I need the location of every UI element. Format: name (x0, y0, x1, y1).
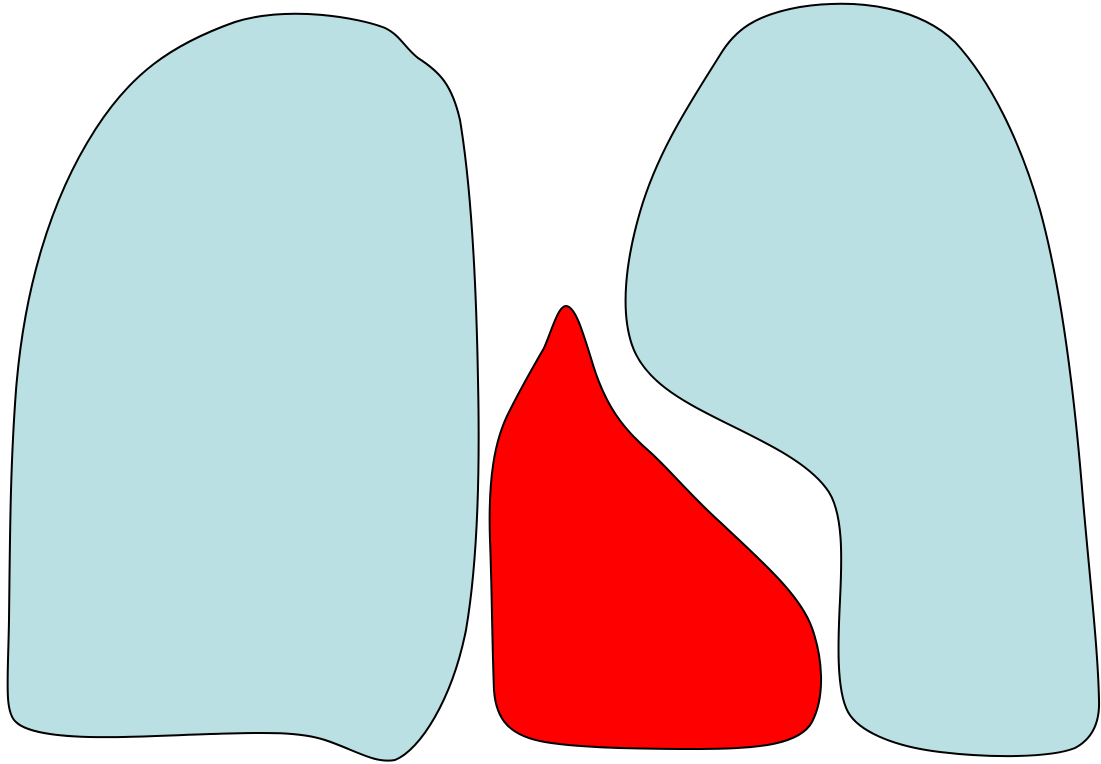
right-lung-shape (8, 14, 479, 761)
